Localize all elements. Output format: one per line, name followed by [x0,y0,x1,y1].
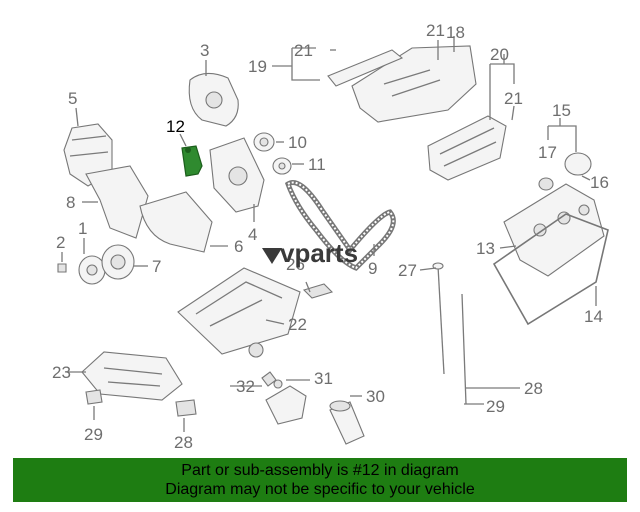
part-27-dipstick [432,262,445,375]
callout-22[interactable]: 22 [288,315,307,334]
part-3-timing-cover-upper [188,72,239,127]
watermark-logo: vparts [262,238,358,268]
part-28-dipstick-tube [461,293,467,405]
leader-lines [61,36,597,432]
callout-28[interactable]: 28 [524,379,543,398]
callout-30[interactable]: 30 [366,387,385,406]
callout-29[interactable]: 29 [486,397,505,416]
watermark-text: vparts [280,238,358,268]
callout-31[interactable]: 31 [314,369,333,388]
callout-21a[interactable]: 21 [294,41,313,60]
callout-20[interactable]: 20 [490,45,509,64]
callout-25[interactable]: 28 [174,433,193,452]
callout-6[interactable]: 6 [234,237,243,256]
part-31-oil-filter-housing [265,379,307,425]
part-30-oil-filter [329,400,365,445]
part-4-timing-belt-cover-rear [209,137,265,213]
part-22-oil-pan-upper [177,267,301,358]
part-12-highlighted [181,145,203,177]
callout-labels: 3 5 12 8 6 4 7 1 2 10 11 9 22 23 29 28 3… [52,21,609,452]
part-14-valve-cover-gasket [492,213,609,326]
callout-14[interactable]: 14 [584,307,603,326]
callout-8[interactable]: 8 [66,193,75,212]
callout-5[interactable]: 5 [68,89,77,108]
callout-19[interactable]: 19 [248,57,267,76]
info-banner: Part or sub-assembly is #12 in diagram D… [13,458,627,502]
part-17-seal [538,177,554,191]
callout-21b[interactable]: 21 [426,21,445,40]
part-25-bracket [175,399,197,417]
part-11-tensioner [272,157,292,175]
part-2-bolt [57,263,67,273]
part-10-pulley [253,132,275,152]
callout-24[interactable]: 26 [286,255,305,274]
callout-2[interactable]: 2 [56,233,65,252]
part-20-cylinder-head-cover [427,115,507,181]
callout-4[interactable]: 4 [248,225,257,244]
callout-10[interactable]: 10 [288,133,307,152]
callout-21c[interactable]: 21 [504,89,523,108]
callout-15[interactable]: 15 [552,101,571,120]
callout-16[interactable]: 16 [590,173,609,192]
part-16-oil-cap [564,152,592,176]
callout-17[interactable]: 17 [538,143,557,162]
banner-line-2: Diagram may not be specific to your vehi… [165,481,475,498]
part-19-cover-strip [327,49,404,87]
callout-18[interactable]: 18 [446,23,465,42]
part-24-gasket [302,283,334,299]
part-8-timing-cover-lower [85,165,149,239]
part-9-timing-belt [284,180,396,271]
callout-3[interactable]: 3 [200,41,209,60]
part-1-crank-pulley [78,255,106,285]
callout-32[interactable]: 32 [236,377,255,396]
callout-13[interactable]: 13 [476,239,495,258]
part-6-timing-cover-front [139,191,213,253]
parts-diagram: 3 5 12 8 6 4 7 1 2 10 11 9 22 23 29 28 3… [52,21,609,452]
callout-27[interactable]: 27 [398,261,417,280]
banner-line-1: Part or sub-assembly is #12 in diagram [181,462,459,479]
callout-26[interactable]: 29 [84,425,103,444]
part-26-drain-plug [85,389,103,405]
callout-9[interactable]: 9 [368,259,377,278]
callout-1[interactable]: 1 [78,219,87,238]
part-18-engine-cover [351,45,477,123]
part-7-crank-sprocket [101,244,135,280]
callout-12[interactable]: 12 [166,117,185,136]
callout-23[interactable]: 23 [52,363,71,382]
callout-11[interactable]: 11 [308,155,326,174]
part-13-valve-cover [503,183,605,277]
callout-7[interactable]: 7 [152,257,161,276]
